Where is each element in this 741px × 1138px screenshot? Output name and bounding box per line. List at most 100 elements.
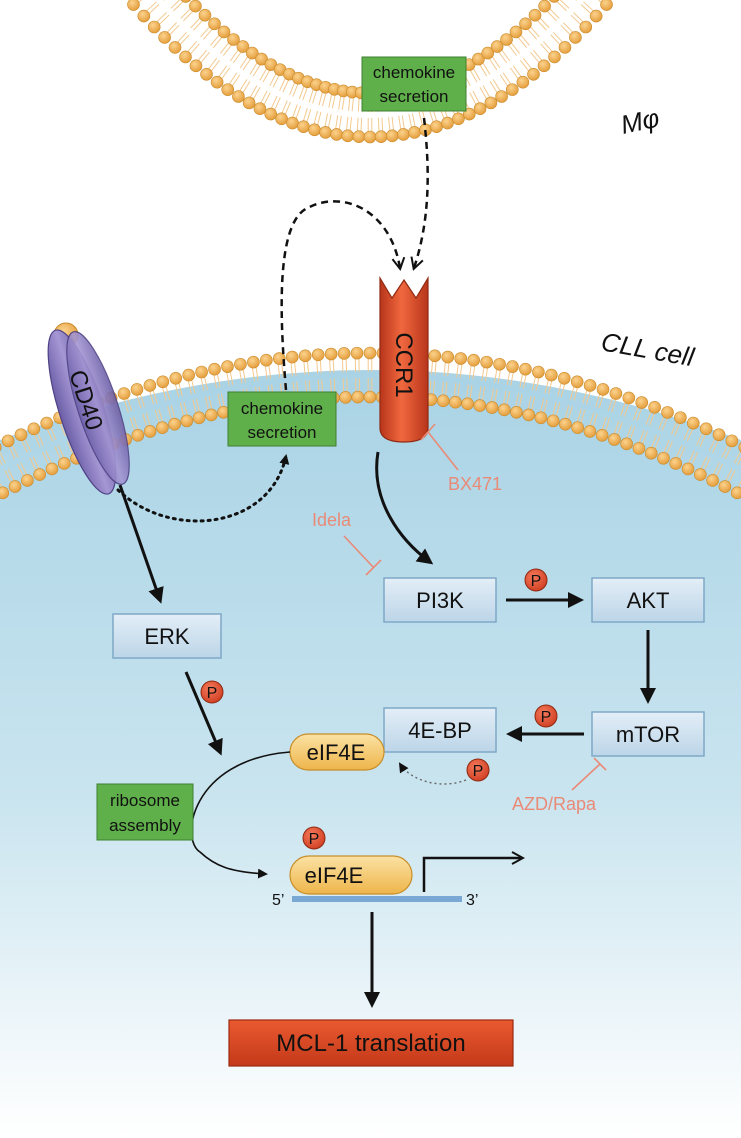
lipid-head xyxy=(385,129,399,143)
lipid-head xyxy=(546,414,560,428)
lipid-head xyxy=(725,434,739,448)
mtor-box: mTOR xyxy=(591,711,705,757)
azd-rapa-inhibitor-line xyxy=(571,763,601,791)
chemokine-top-line1: chemokine xyxy=(373,63,455,82)
dotted-arrow-cd40-to-chemokine xyxy=(116,454,290,523)
lipid-head xyxy=(156,421,169,434)
lipid-head xyxy=(217,25,231,39)
ribosome-line2: assembly xyxy=(109,816,181,835)
lipid-head xyxy=(674,411,687,424)
4ebp-box: 4E-BP xyxy=(383,707,497,753)
dashed-arrow-autocrine-loop xyxy=(280,200,400,391)
lipid-head xyxy=(330,128,343,141)
lipid-head xyxy=(234,357,247,371)
arrow-erk-to-eif4e xyxy=(184,671,223,756)
bx471-label: BX471 xyxy=(448,474,502,494)
lipid-head xyxy=(297,120,310,134)
lipid-head xyxy=(221,83,235,96)
lipid-head xyxy=(180,0,191,3)
mtor-label: mTOR xyxy=(616,722,680,747)
lipid-head xyxy=(169,371,183,385)
phospho-marker: P xyxy=(200,680,224,704)
phospho-marker: P xyxy=(466,758,490,782)
lipid-head xyxy=(620,437,633,451)
lipid-head xyxy=(452,112,465,126)
lipid-head xyxy=(467,353,480,367)
lipid-head xyxy=(204,408,218,422)
lipid-head xyxy=(441,116,454,130)
lipid-head xyxy=(472,52,485,66)
eif4e-bound: eIF4E xyxy=(289,733,385,771)
eif4e-mrna-label: eIF4E xyxy=(305,863,364,888)
pi3k-box: PI3K xyxy=(383,577,497,623)
macrophage-label: Mφ xyxy=(618,102,662,139)
lipid-head xyxy=(195,365,208,379)
lipid-head xyxy=(131,429,145,442)
lipid-head xyxy=(532,365,545,379)
lipid-head xyxy=(221,360,234,373)
lipid-head xyxy=(600,0,613,11)
lipid-head xyxy=(481,46,495,60)
lipid-head xyxy=(644,446,658,460)
azd-rapa-label: AZD/Rapa xyxy=(512,794,597,814)
bx471-inhibitor-bar xyxy=(420,423,436,441)
pi3k-label: PI3K xyxy=(416,588,464,613)
lipid-head xyxy=(454,352,468,365)
erk-box: ERK xyxy=(112,613,222,659)
lipid-head xyxy=(311,348,325,362)
eif4e-on-mrna: eIF4E xyxy=(289,855,413,895)
lipid-head xyxy=(208,362,221,376)
lipid-head xyxy=(495,90,508,103)
lipid-head xyxy=(208,17,221,31)
lipid-head xyxy=(192,411,206,425)
chemokine-cll-line1: chemokine xyxy=(241,399,323,418)
lipid-head xyxy=(45,462,59,476)
arrow-ccr1-to-pi3k xyxy=(375,451,434,565)
lipid-head xyxy=(548,50,561,64)
lipid-head xyxy=(493,357,506,371)
lipid-head xyxy=(712,428,726,442)
lipid-head xyxy=(264,107,278,121)
mcl1-label: MCL-1 translation xyxy=(276,1030,465,1057)
lipid-head xyxy=(260,353,273,367)
lipid-head xyxy=(232,90,245,103)
phospho-label: P xyxy=(207,685,218,702)
lipid-head xyxy=(569,31,582,44)
lipid-head xyxy=(579,20,593,34)
lipid-head xyxy=(534,411,548,425)
lipid-head xyxy=(275,112,288,126)
lipid-head xyxy=(648,401,661,414)
lipid-head xyxy=(635,396,649,409)
lipid-head xyxy=(484,96,498,110)
lipid-head xyxy=(1,434,15,448)
lipid-head xyxy=(363,130,377,144)
lipid-head xyxy=(558,41,572,54)
lipid-head xyxy=(158,31,171,44)
lipid-head xyxy=(236,40,250,53)
lipid-head xyxy=(595,429,609,442)
lipid-head xyxy=(510,405,523,419)
lipid-head xyxy=(583,425,597,438)
phospho-marker: P xyxy=(302,826,326,850)
lipid-head xyxy=(168,417,181,431)
lipid-head xyxy=(57,457,71,470)
cd40-receptor: CD40 xyxy=(47,322,130,495)
lipid-head xyxy=(669,457,683,470)
lipid-head xyxy=(242,96,256,110)
lipid-head xyxy=(168,41,182,54)
eif4e-bound-label: eIF4E xyxy=(307,740,366,765)
lipid-head xyxy=(189,59,203,73)
lipid-head xyxy=(147,20,161,34)
three-prime-label: 3’ xyxy=(466,892,478,909)
lipid-head xyxy=(699,422,713,436)
lipid-head xyxy=(485,401,499,414)
lipid-head xyxy=(706,474,719,487)
ccr1-label: CCR1 xyxy=(390,332,417,397)
lipid-head xyxy=(227,33,240,46)
phospho-marker: P xyxy=(534,704,558,728)
lipid-head xyxy=(253,102,267,116)
lipid-head xyxy=(351,390,365,404)
lipid-head xyxy=(608,433,621,446)
lipid-head xyxy=(272,352,286,365)
ccr1-receptor: CCR1 xyxy=(379,275,429,443)
